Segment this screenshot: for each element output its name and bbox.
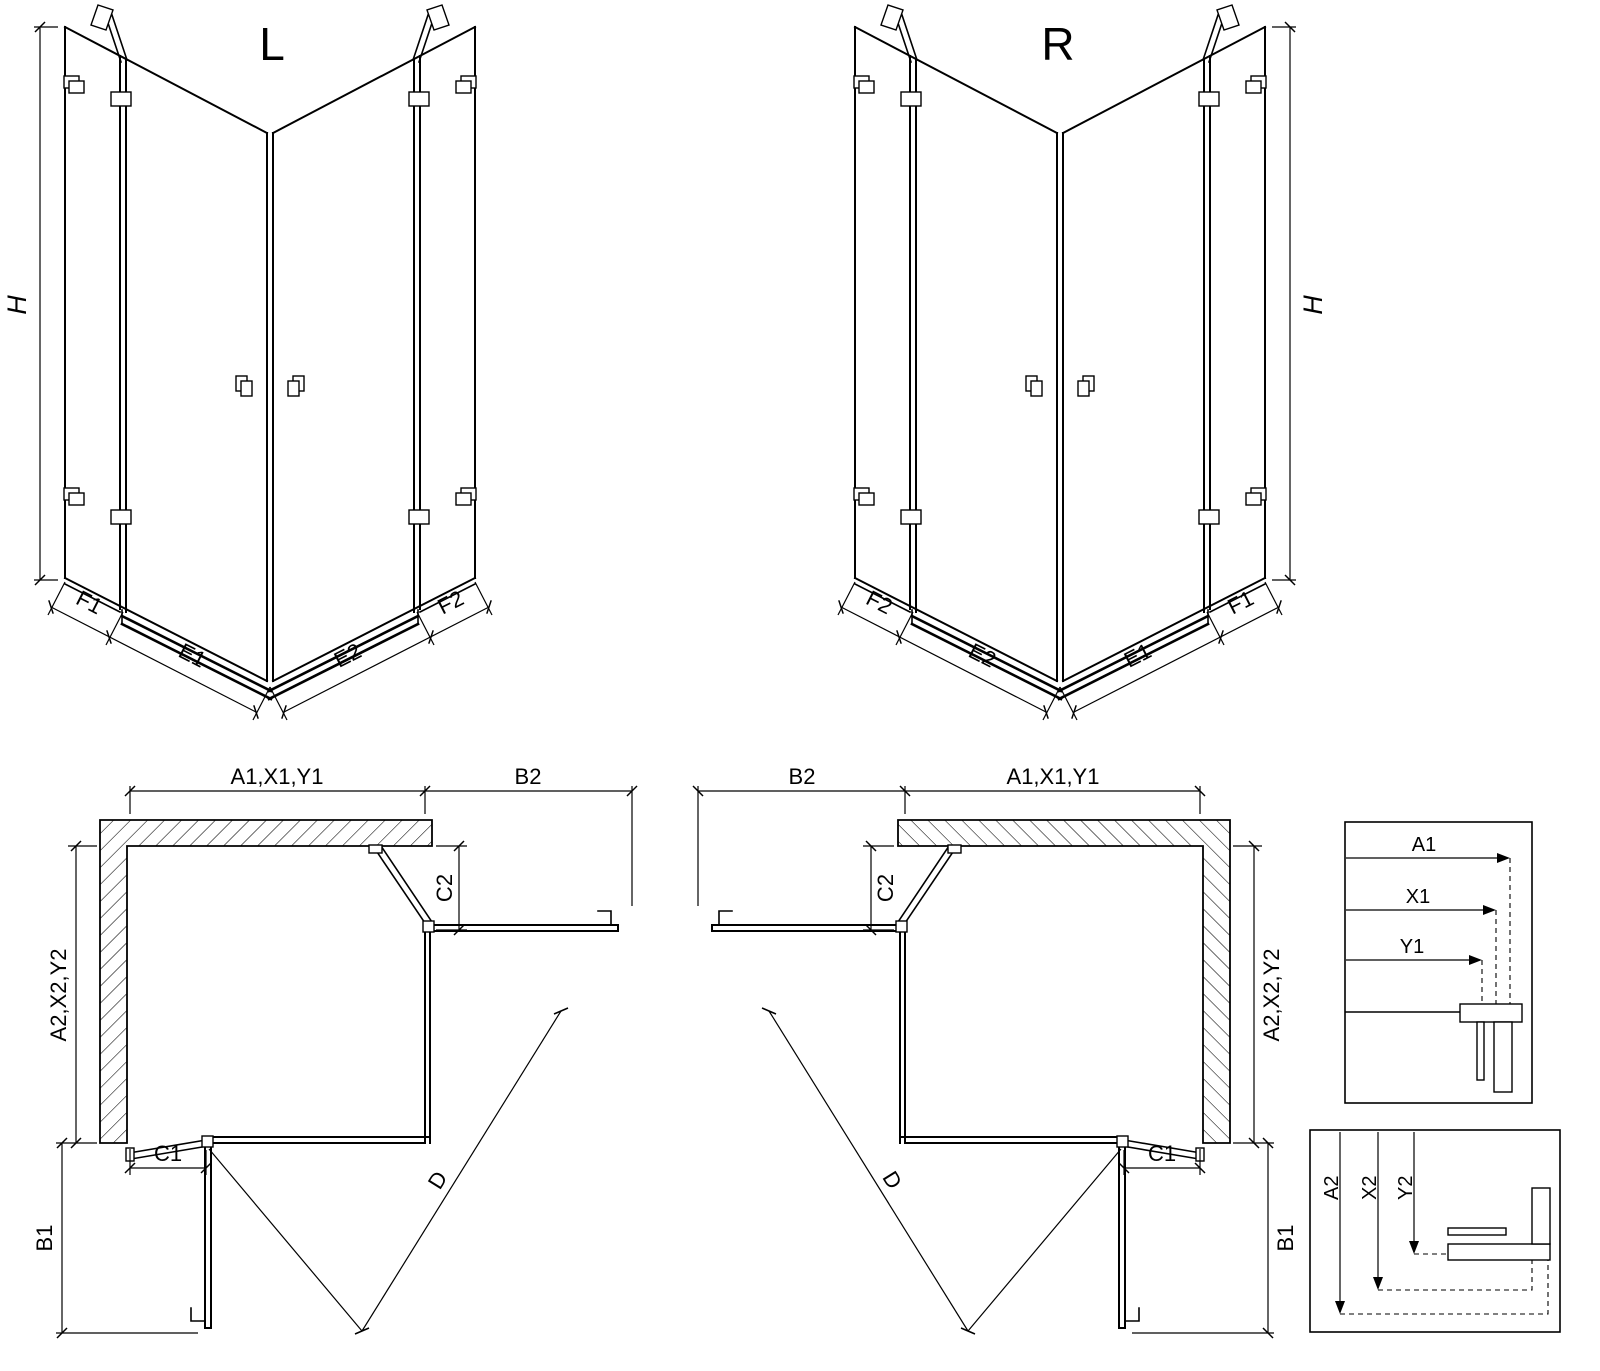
dim-label-e1-right: E1: [1120, 638, 1155, 672]
dim-label-c1-plan-right: C1: [1148, 1141, 1176, 1166]
dim-label-depth-plan-left: A2,X2,Y2: [46, 949, 71, 1042]
front-view-right: [838, 5, 1296, 720]
dim-label-d-plan-left: D: [423, 1167, 453, 1194]
detail-label-a2: A2: [1321, 1176, 1343, 1200]
variant-label-left: L: [259, 18, 285, 70]
dim-label-width-plan-right: A1,X1,Y1: [1007, 764, 1100, 789]
detail-label-y1: Y1: [1400, 936, 1424, 958]
dim-label-h-left: H: [2, 295, 32, 315]
detail-label-y2: Y2: [1395, 1176, 1417, 1200]
dim-label-h-right: H: [1298, 295, 1328, 315]
dim-label-b1-plan-right: B1: [1273, 1225, 1298, 1252]
dim-label-e1-left: E1: [175, 638, 210, 672]
dim-label-c1-plan-left: C1: [154, 1141, 182, 1166]
front-view-left: [34, 5, 492, 720]
plan-view-right: [692, 785, 1275, 1339]
detail-box-depths: [1309, 1129, 1561, 1333]
dim-label-e2-left: E2: [330, 638, 365, 672]
plan-view-left: [55, 785, 638, 1339]
dim-label-d-plan-right: D: [878, 1167, 908, 1194]
dim-label-depth-plan-right: A2,X2,Y2: [1259, 949, 1284, 1042]
dim-label-width-plan-left: A1,X1,Y1: [231, 764, 324, 789]
dim-label-b2-plan-right: B2: [789, 764, 816, 789]
detail-label-a1: A1: [1412, 834, 1436, 856]
detail-box-widths: [1344, 821, 1533, 1104]
dim-label-e2-right: E2: [965, 638, 1000, 672]
detail-label-x2: X2: [1359, 1176, 1381, 1200]
detail-label-x1: X1: [1406, 886, 1430, 908]
variant-label-right: R: [1041, 18, 1074, 70]
dim-label-b2-plan-left: B2: [515, 764, 542, 789]
dim-label-b1-plan-left: B1: [32, 1225, 57, 1252]
dim-label-c2-plan-left: C2: [432, 874, 457, 902]
dim-label-c2-plan-right: C2: [873, 874, 898, 902]
